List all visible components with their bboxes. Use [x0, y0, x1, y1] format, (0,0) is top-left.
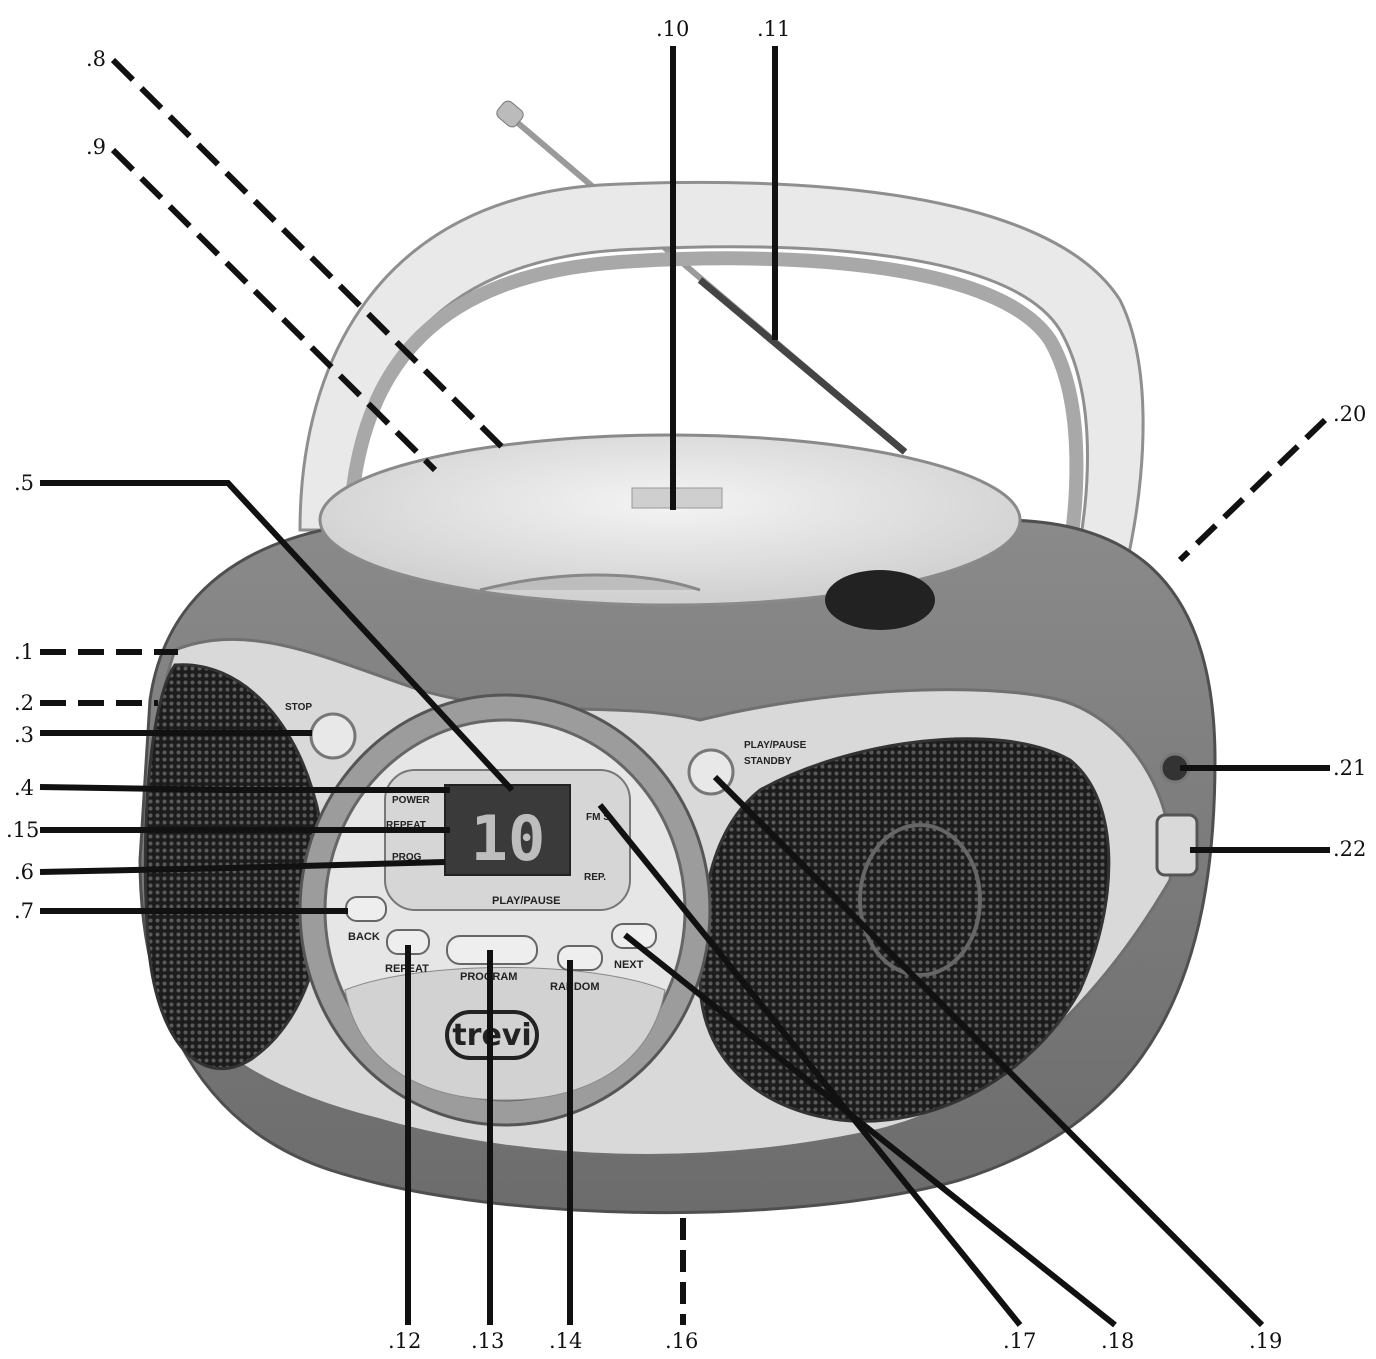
callout-18: .18	[1101, 1329, 1134, 1353]
leader-18	[623, 932, 1117, 1328]
callout-16: .16	[665, 1329, 698, 1353]
stop-label: STOP	[285, 702, 312, 713]
callout-22: .22	[1333, 837, 1366, 861]
callout-1: .1	[14, 640, 34, 664]
repeat-indicator-label: REPEAT	[386, 820, 426, 831]
antenna	[496, 100, 908, 455]
callout-17: .17	[1003, 1329, 1036, 1353]
leader-5	[40, 480, 515, 793]
callout-6: .6	[14, 860, 34, 884]
callout-20: .20	[1333, 402, 1366, 426]
random-label: RANDOM	[550, 981, 600, 993]
next-label: NEXT	[614, 959, 644, 971]
callout-5: .5	[14, 471, 34, 495]
back-label: BACK	[348, 931, 380, 943]
power-indicator-label: POWER	[392, 795, 431, 806]
leader-19	[712, 774, 1265, 1328]
callout-14: .14	[549, 1329, 582, 1353]
rep-label: REP.	[584, 872, 606, 883]
repeat-button[interactable]: REPEAT	[385, 929, 430, 975]
function-switch[interactable]	[1155, 813, 1199, 877]
callout-13: .13	[471, 1329, 504, 1353]
prog-indicator-label: PROG	[392, 852, 422, 863]
callout-2: .2	[14, 691, 34, 715]
callout-4: .4	[14, 776, 34, 800]
callout-11: .11	[757, 17, 790, 41]
leader-6	[39, 859, 446, 875]
boombox: STOP PLAY/PAUSE STANDBY 10 POWER REPEAT …	[138, 100, 1217, 1215]
callout-9: .9	[86, 135, 106, 159]
next-button[interactable]: NEXT	[611, 923, 657, 971]
callout-3: .3	[14, 723, 34, 747]
callout-7: .7	[14, 899, 34, 923]
callout-19: .19	[1249, 1329, 1282, 1353]
leader-9	[110, 147, 438, 473]
play-pause-display-label: PLAY/PAUSE	[492, 895, 560, 907]
fm-stereo-label: FM S	[586, 812, 610, 823]
callout-8: .8	[86, 47, 106, 71]
leader-8	[110, 57, 513, 458]
callout-10: .10	[656, 17, 689, 41]
play-pause-standby-label-1: PLAY/PAUSE	[744, 740, 807, 751]
speaker-cone	[858, 823, 982, 977]
callout-labels: .1 .2 .3 .4 .5 .6 .7 .8 .9 .10 .11 .12 .…	[6, 17, 1366, 1353]
play-pause-standby-label-2: STANDBY	[744, 756, 792, 767]
callout-15: .15	[6, 818, 39, 842]
callout-21: .21	[1333, 756, 1366, 780]
volume-knob[interactable]	[825, 570, 935, 630]
leader-20	[1177, 417, 1328, 563]
callout-12: .12	[388, 1329, 421, 1353]
lcd-value: 10	[471, 802, 546, 875]
leader-lines	[39, 46, 1330, 1328]
leader-17	[597, 803, 1023, 1327]
leader-4	[39, 784, 450, 793]
